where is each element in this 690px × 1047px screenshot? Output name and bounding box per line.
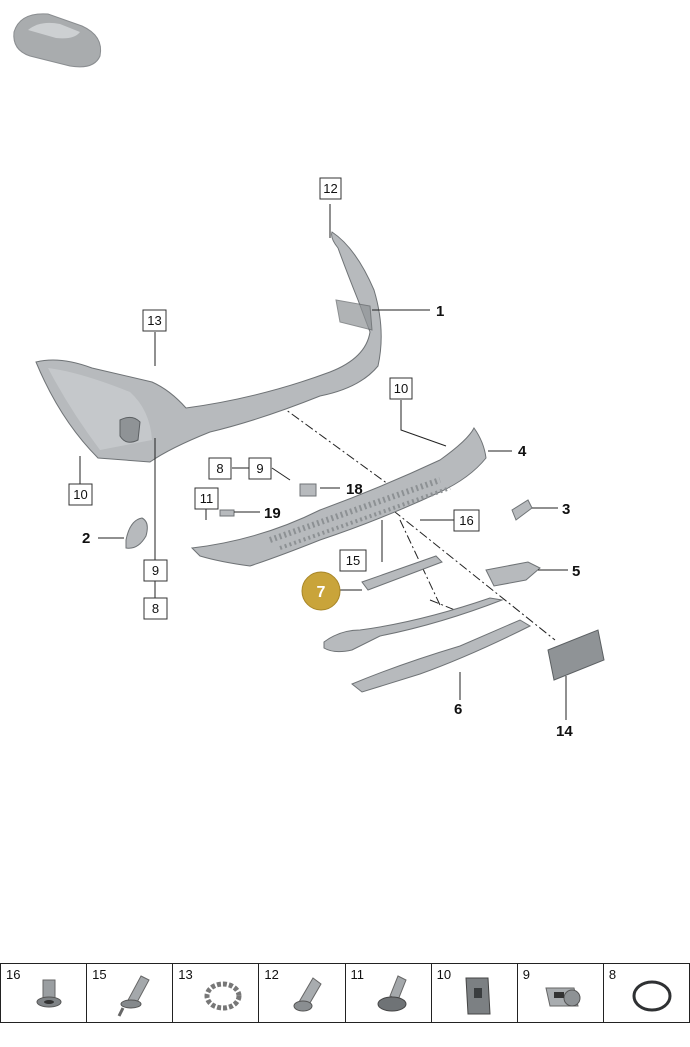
exploded-parts-diagram: 12 13 10 10 8 9 11 16 15 9 8 1 4 18 19 3… — [13, 13, 605, 740]
vehicle-thumbnail-icon — [13, 13, 102, 68]
svg-text:8: 8 — [216, 461, 223, 476]
svg-text:15: 15 — [346, 553, 360, 568]
trim-strip-part-7[interactable] — [361, 555, 443, 591]
reflector-part[interactable] — [125, 517, 148, 549]
strip-num: 13 — [178, 967, 193, 982]
bracket-part-18[interactable] — [299, 483, 317, 497]
svg-text:9: 9 — [152, 563, 159, 578]
callout-5[interactable]: 5 — [572, 563, 580, 580]
strip-cell-12[interactable]: 12 — [258, 964, 344, 1022]
svg-text:7: 7 — [317, 584, 326, 601]
strip-num: 8 — [608, 967, 617, 982]
callout-box-12[interactable]: 12 — [319, 177, 342, 200]
strip-cell-8[interactable]: 8 — [602, 964, 690, 1022]
strip-cell-13[interactable]: 13 — [172, 964, 258, 1022]
moulding-part-6a[interactable] — [323, 597, 504, 653]
parts-strip: 16 15 13 12 11 10 — [0, 963, 690, 1023]
strip-num: 11 — [350, 967, 365, 982]
clip-rivet-icon — [377, 975, 407, 1012]
strip-num: 12 — [264, 967, 279, 982]
leader-lines — [79, 204, 568, 720]
strip-num: 9 — [522, 967, 530, 982]
cover-part-5[interactable] — [485, 561, 541, 587]
svg-text:12: 12 — [323, 181, 337, 196]
callout-19[interactable]: 19 — [264, 505, 281, 522]
bracket-icon — [465, 977, 491, 1015]
moulding-part-6b[interactable] — [351, 619, 532, 693]
callout-7-highlighted[interactable]: 7 — [301, 571, 341, 611]
plug-icon — [36, 979, 62, 1008]
callout-box-13[interactable]: 13 — [142, 309, 167, 332]
rear-bumper-cover-part[interactable] — [35, 231, 382, 463]
strip-num: 16 — [6, 967, 21, 982]
callout-6[interactable]: 6 — [454, 701, 462, 718]
license-plate-bracket-part[interactable] — [547, 629, 605, 681]
callout-box-15[interactable]: 15 — [339, 549, 367, 572]
callout-3[interactable]: 3 — [562, 501, 570, 518]
strip-num: 10 — [436, 967, 452, 982]
svg-text:16: 16 — [459, 513, 473, 528]
callout-4[interactable]: 4 — [518, 443, 527, 460]
sensor-icon — [545, 987, 581, 1007]
svg-text:13: 13 — [147, 313, 161, 328]
svg-text:11: 11 — [200, 491, 214, 506]
seal-ring-icon — [632, 980, 672, 1012]
svg-text:10: 10 — [73, 487, 87, 502]
svg-text:8: 8 — [152, 601, 159, 616]
callout-1[interactable]: 1 — [436, 303, 444, 320]
callout-box-9a[interactable]: 9 — [248, 457, 272, 480]
callout-2[interactable]: 2 — [82, 530, 90, 547]
svg-text:9: 9 — [256, 461, 263, 476]
retaining-ring-icon — [204, 981, 242, 1011]
screw-icon — [293, 977, 323, 1012]
strip-cell-10[interactable]: 10 — [430, 964, 517, 1022]
callout-box-16[interactable]: 16 — [453, 509, 480, 532]
strip-cell-15[interactable]: 15 — [86, 964, 172, 1022]
strip-cell-9[interactable]: 9 — [516, 964, 603, 1022]
callout-box-8a[interactable]: 8 — [208, 457, 232, 480]
callout-box-11[interactable]: 11 — [194, 487, 219, 510]
callout-box-10a[interactable]: 10 — [389, 377, 413, 400]
clip-part-3[interactable] — [511, 499, 533, 521]
callout-box-10b[interactable]: 10 — [68, 483, 93, 506]
callout-14[interactable]: 14 — [556, 723, 573, 740]
callout-18[interactable]: 18 — [346, 481, 363, 498]
strip-num: 15 — [92, 967, 107, 982]
callout-box-9b[interactable]: 9 — [143, 559, 168, 582]
strip-cell-11[interactable]: 11 — [344, 964, 431, 1022]
svg-text:10: 10 — [394, 381, 408, 396]
expansion-rivet-icon — [117, 975, 150, 1017]
clip-part-19[interactable] — [219, 509, 235, 517]
lower-diffuser-part[interactable] — [190, 427, 487, 567]
callout-box-8b[interactable]: 8 — [143, 597, 168, 620]
strip-cell-16[interactable]: 16 — [0, 964, 86, 1022]
